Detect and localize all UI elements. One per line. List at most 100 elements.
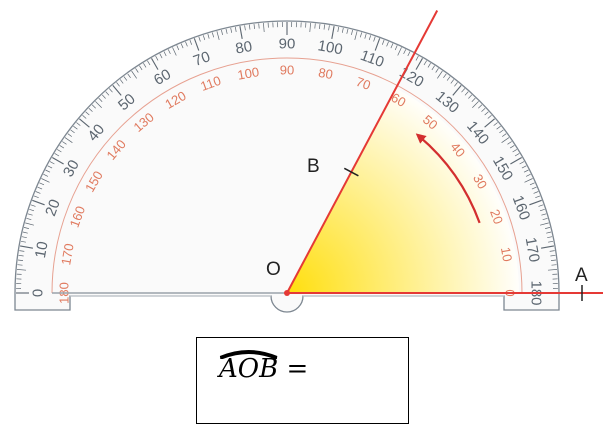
scale-tick bbox=[62, 141, 67, 145]
scale-tick bbox=[510, 157, 522, 165]
scale-tick bbox=[147, 60, 151, 66]
scale-tick bbox=[123, 76, 128, 81]
scale-tick bbox=[163, 51, 167, 57]
scale-tick bbox=[234, 26, 237, 32]
scale-tick bbox=[415, 58, 423, 70]
scale-tick bbox=[211, 32, 215, 38]
scale-tick bbox=[390, 43, 394, 49]
scale-tick bbox=[185, 41, 188, 47]
scale-number: 80 bbox=[234, 38, 253, 58]
scale-tick bbox=[359, 32, 363, 38]
scale-tick bbox=[57, 149, 62, 153]
equals-sign: = bbox=[286, 354, 309, 384]
scale-tick bbox=[512, 149, 517, 153]
scale-tick bbox=[472, 101, 479, 108]
scale-tick bbox=[22, 231, 28, 234]
scale-tick bbox=[540, 222, 549, 226]
scale-number: 20 bbox=[487, 207, 506, 226]
scale-tick bbox=[501, 137, 510, 143]
scale-tick bbox=[25, 222, 34, 226]
scale-tick bbox=[244, 25, 246, 31]
scale-number: 170 bbox=[58, 242, 77, 266]
scale-tick bbox=[501, 133, 507, 137]
scale-tick bbox=[499, 129, 504, 134]
scale-number: 10 bbox=[32, 240, 52, 259]
scale-tick bbox=[323, 24, 326, 30]
scale-tick bbox=[52, 157, 64, 165]
scale-tick bbox=[533, 191, 539, 194]
scale-tick bbox=[538, 204, 544, 207]
scale-tick bbox=[341, 27, 344, 33]
scale-tick bbox=[45, 169, 51, 173]
scale-number: 30 bbox=[60, 157, 83, 180]
scale-tick bbox=[551, 264, 557, 266]
angle-expression: AOB = bbox=[219, 350, 309, 384]
scale-tick bbox=[328, 25, 330, 31]
scale-tick bbox=[309, 22, 311, 33]
scale-tick bbox=[239, 26, 243, 39]
scale-tick bbox=[454, 82, 458, 87]
scale-tick bbox=[545, 227, 551, 229]
scale-tick bbox=[16, 269, 27, 271]
scale-number: 20 bbox=[42, 197, 64, 218]
scale-tick bbox=[519, 161, 525, 165]
scale-tick bbox=[105, 91, 110, 96]
scale-tick bbox=[468, 94, 473, 99]
scale-tick bbox=[27, 213, 33, 216]
scale-tick bbox=[364, 33, 367, 39]
scale-tick bbox=[70, 129, 75, 134]
scale-tick bbox=[373, 36, 376, 42]
scale-tick bbox=[116, 82, 120, 87]
scale-tick bbox=[337, 26, 340, 32]
scale-tick bbox=[88, 107, 93, 112]
scale-tick bbox=[258, 23, 260, 29]
scale-tick bbox=[98, 97, 103, 102]
scale-tick bbox=[39, 182, 45, 186]
scale-tick bbox=[351, 29, 353, 35]
scale-tick bbox=[549, 250, 555, 252]
scale-tick bbox=[47, 165, 53, 169]
scale-tick bbox=[484, 111, 489, 116]
answer-box[interactable]: AOB = bbox=[196, 337, 409, 424]
scale-tick bbox=[21, 236, 27, 239]
scale-tick bbox=[550, 254, 556, 257]
scale-tick bbox=[79, 118, 90, 128]
scale-tick bbox=[119, 79, 124, 84]
scale-number: 100 bbox=[316, 37, 344, 58]
scale-tick bbox=[54, 153, 60, 157]
scale-number: 60 bbox=[388, 90, 408, 110]
scale-tick bbox=[423, 60, 427, 66]
scale-tick bbox=[198, 36, 201, 42]
scale-tick bbox=[529, 182, 535, 186]
scale-number: 70 bbox=[191, 48, 212, 70]
scale-tick bbox=[525, 173, 531, 177]
scale-tick bbox=[20, 245, 33, 249]
scale-tick bbox=[216, 31, 220, 40]
scale-tick bbox=[91, 104, 96, 109]
scale-tick bbox=[67, 133, 73, 137]
scale-tick bbox=[435, 68, 439, 73]
scale-tick bbox=[464, 91, 469, 96]
scale-tick bbox=[403, 49, 407, 55]
scale-tick bbox=[143, 63, 147, 68]
scale-tick bbox=[248, 24, 251, 30]
arc-hat-icon bbox=[219, 350, 278, 359]
scale-tick bbox=[85, 111, 90, 116]
scale-tick bbox=[30, 204, 36, 207]
scale-tick bbox=[17, 259, 24, 261]
scale-tick bbox=[427, 63, 431, 68]
scale-tick bbox=[509, 145, 515, 149]
scale-tick bbox=[346, 28, 349, 34]
scale-tick bbox=[112, 85, 122, 96]
scale-tick bbox=[37, 186, 43, 190]
scale-ticks bbox=[15, 21, 559, 294]
scale-tick bbox=[159, 53, 163, 59]
scale-tick bbox=[374, 38, 381, 51]
scale-tick bbox=[82, 114, 87, 119]
scale-tick bbox=[151, 58, 159, 70]
scale-tick bbox=[29, 208, 35, 212]
scale-tick bbox=[108, 88, 113, 93]
point-a-label: A bbox=[575, 265, 588, 286]
scale-tick bbox=[531, 186, 537, 190]
vertex-label: O bbox=[266, 259, 281, 280]
